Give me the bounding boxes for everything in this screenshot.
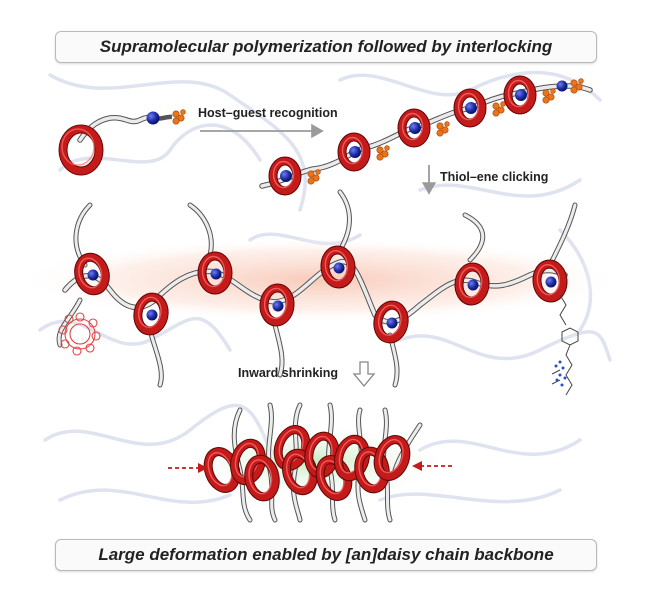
guest-bead xyxy=(409,122,421,134)
stopper xyxy=(172,109,186,125)
chain-ring xyxy=(532,259,568,303)
chain-units xyxy=(74,245,568,344)
stopper xyxy=(436,121,450,137)
top-title-banner: Supramolecular polymerization followed b… xyxy=(55,31,597,63)
contracted-ring xyxy=(373,435,411,481)
chain-ring xyxy=(133,292,169,336)
polymer-ring xyxy=(337,132,371,172)
chemical-atoms xyxy=(554,360,567,387)
stopper xyxy=(570,78,584,94)
stopper xyxy=(542,88,556,104)
chain-ring xyxy=(259,283,295,327)
inward-shrinking-label: Inward shrinking xyxy=(238,366,339,380)
guest-bead xyxy=(467,279,479,291)
cyclodextrin-outline xyxy=(58,312,101,356)
guest-bead xyxy=(349,146,361,158)
guest-bead xyxy=(333,262,345,274)
polymer-ring xyxy=(503,75,537,115)
top-glow xyxy=(20,238,620,322)
contracted-ring xyxy=(230,438,266,486)
right-compression-arrow xyxy=(412,461,452,471)
polymer-ring xyxy=(397,108,431,148)
guest-bead xyxy=(210,268,222,280)
host-guest-label: Host–guest recognition xyxy=(198,106,338,120)
inward-shrinking-arrow xyxy=(352,361,376,388)
guest-bead xyxy=(545,276,557,288)
chain-ring xyxy=(320,245,356,289)
stopper xyxy=(376,145,390,161)
chain-ring xyxy=(373,300,409,344)
polymer-ring xyxy=(453,88,487,128)
guest-bead xyxy=(87,269,99,281)
guest-bead xyxy=(386,317,398,329)
top-title: Supramolecular polymerization followed b… xyxy=(99,37,553,56)
bottom-title: Large deformation enabled by [an]daisy c… xyxy=(98,545,554,564)
guest-bead xyxy=(272,300,284,312)
guest-bead xyxy=(465,102,477,114)
guest-bead xyxy=(146,111,160,125)
bottom-title-banner: Large deformation enabled by [an]daisy c… xyxy=(55,539,597,571)
contracted-ring xyxy=(334,434,370,482)
left-compression-arrow xyxy=(168,463,208,473)
thiol-ene-label: Thiol–ene clicking xyxy=(440,170,549,184)
polymer-units xyxy=(268,75,584,196)
contracted-rings xyxy=(203,425,411,502)
guest-bead xyxy=(280,170,292,182)
contracted-ring xyxy=(244,454,280,502)
polymer-ring xyxy=(268,156,302,196)
chemical-structure xyxy=(551,294,579,396)
monomer xyxy=(58,109,186,176)
stopper xyxy=(492,101,506,117)
chain-ring xyxy=(454,262,490,306)
contracted-ring xyxy=(354,446,390,494)
monomer-ring xyxy=(58,124,104,176)
chain-ring xyxy=(74,252,110,296)
guest-bead xyxy=(146,309,158,321)
stopper xyxy=(307,169,321,185)
chain-ring xyxy=(197,251,233,295)
guest-bead xyxy=(515,89,527,101)
guest-bead xyxy=(556,80,568,92)
